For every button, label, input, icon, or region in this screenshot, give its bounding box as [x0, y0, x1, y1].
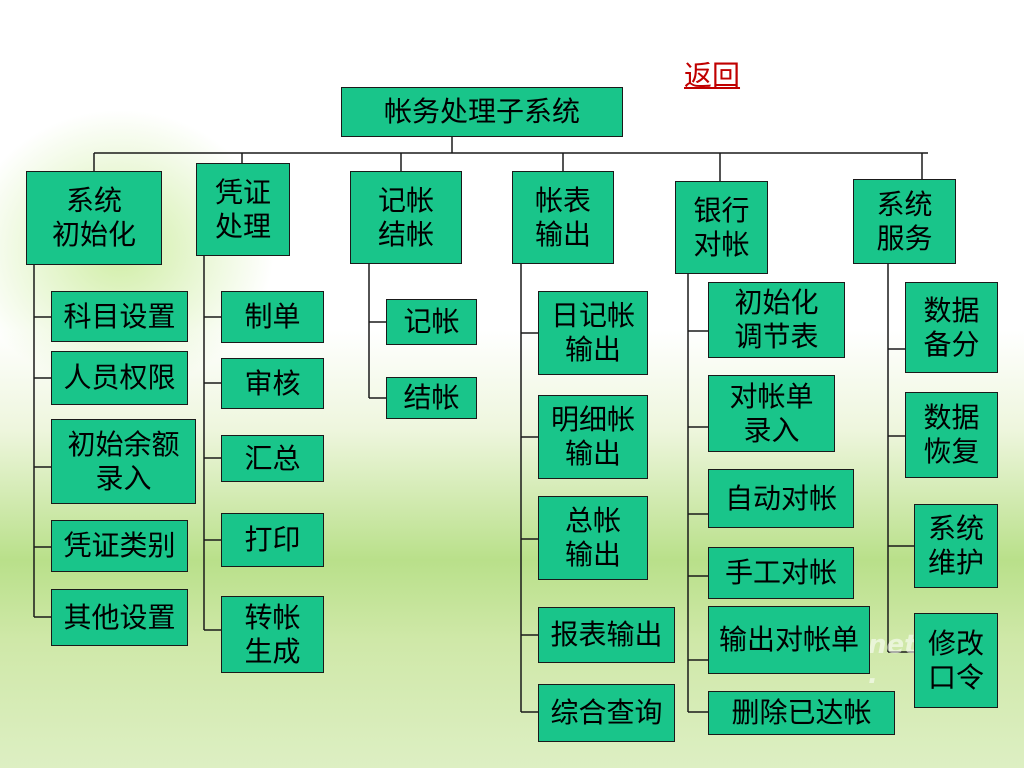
reports-item: 明细帐 输出	[538, 395, 648, 479]
bank-item: 自动对帐	[708, 469, 854, 528]
bank-item: 对帐单 录入	[708, 375, 835, 452]
bank-item: 输出对帐单	[708, 606, 870, 674]
back-link[interactable]: 返回	[684, 59, 741, 92]
module-service: 系统 服务	[853, 179, 956, 264]
init-item: 人员权限	[51, 351, 188, 405]
module-voucher: 凭证 处理	[196, 163, 290, 256]
bank-item: 删除已达帐	[708, 691, 895, 735]
posting-item: 结帐	[386, 377, 477, 419]
voucher-item: 转帐 生成	[221, 596, 324, 673]
init-item: 科目设置	[51, 291, 188, 342]
init-item: 其他设置	[51, 589, 188, 646]
reports-item: 报表输出	[538, 607, 675, 663]
service-item: 修改 口令	[914, 613, 998, 708]
voucher-item: 审核	[221, 358, 324, 409]
reports-item: 综合查询	[538, 684, 675, 742]
bank-item: 初始化 调节表	[708, 282, 845, 358]
service-item: 数据 备分	[905, 282, 998, 373]
bank-item: 手工对帐	[708, 547, 854, 599]
module-posting: 记帐 结帐	[350, 171, 462, 264]
module-init: 系统 初始化	[26, 171, 162, 265]
watermark: net.	[868, 630, 917, 690]
reports-item: 总帐 输出	[538, 496, 648, 580]
posting-item: 记帐	[386, 299, 477, 345]
voucher-item: 汇总	[221, 435, 324, 482]
service-item: 系统 维护	[914, 504, 998, 588]
voucher-item: 制单	[221, 291, 324, 343]
root-node: 帐务处理子系统	[341, 87, 623, 137]
module-bank: 银行 对帐	[675, 181, 768, 274]
init-item: 初始余额 录入	[51, 419, 196, 504]
voucher-item: 打印	[221, 513, 324, 567]
service-item: 数据 恢复	[905, 392, 998, 478]
init-item: 凭证类别	[51, 520, 188, 572]
module-reports: 帐表 输出	[512, 171, 614, 264]
reports-item: 日记帐 输出	[538, 291, 648, 375]
